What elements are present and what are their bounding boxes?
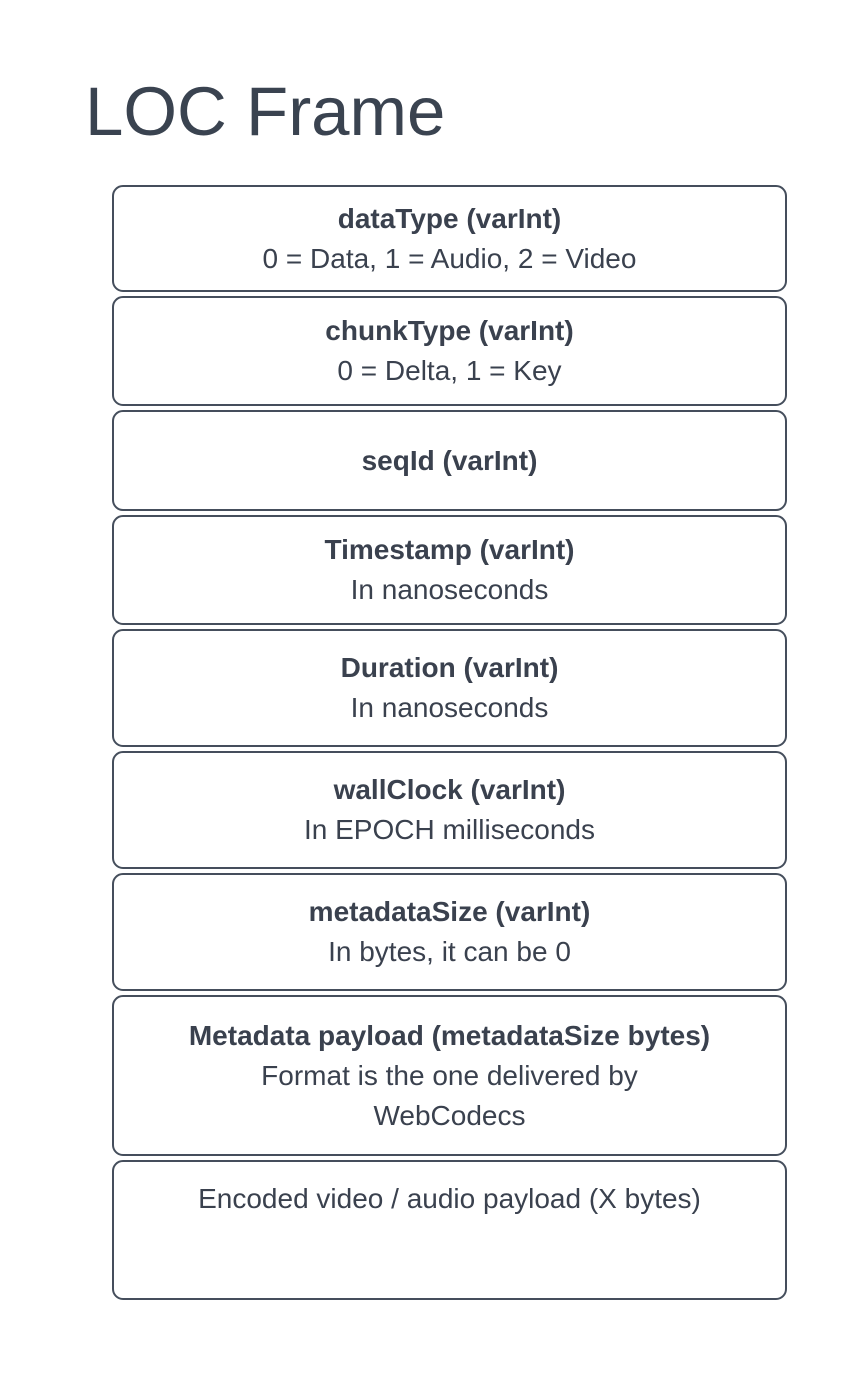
field-description: In bytes, it can be 0 [328, 936, 571, 967]
field-description: 0 = Delta, 1 = Key [337, 355, 562, 386]
field-description: In nanoseconds [350, 574, 549, 605]
field-name: wallClock (varInt) [333, 774, 566, 805]
field-name: Metadata payload (metadataSize bytes) [188, 1019, 711, 1051]
field-name: dataType (varInt) [337, 202, 562, 234]
field-name: metadataSize (varInt) [308, 896, 591, 927]
field-box-encoded-payload: Encoded video / audio payload (X bytes) [112, 1160, 787, 1300]
field-name: chunkType (varInt) [325, 315, 574, 346]
field-box-datatype: dataType (varInt) 0 = Data, 1 = Audio, 2… [112, 185, 787, 292]
field-name: Duration (varInt) [340, 652, 559, 683]
field-name: seqId (varInt) [361, 444, 538, 476]
field-box-seqid: seqId (varInt) [112, 410, 787, 511]
field-description: Format is the one delivered by WebCodecs [261, 1059, 638, 1131]
field-box-chunktype: chunkType (varInt) 0 = Delta, 1 = Key [112, 296, 787, 406]
field-box-metadata-payload: Metadata payload (metadataSize bytes) Fo… [112, 995, 787, 1156]
field-description: Encoded video / audio payload (X bytes) [198, 1183, 701, 1214]
field-box-duration: Duration (varInt) In nanoseconds [112, 629, 787, 747]
field-box-wallclock: wallClock (varInt) In EPOCH milliseconds [112, 751, 787, 869]
field-box-timestamp: Timestamp (varInt) In nanoseconds [112, 515, 787, 625]
field-name: Timestamp (varInt) [324, 534, 575, 565]
field-description: In EPOCH milliseconds [304, 814, 595, 845]
field-description: In nanoseconds [350, 692, 549, 723]
frame-field-stack: dataType (varInt) 0 = Data, 1 = Audio, 2… [112, 185, 787, 1300]
field-box-metadatasize: metadataSize (varInt) In bytes, it can b… [112, 873, 787, 991]
page-title: LOC Frame [85, 73, 446, 150]
field-description: 0 = Data, 1 = Audio, 2 = Video [262, 242, 637, 274]
